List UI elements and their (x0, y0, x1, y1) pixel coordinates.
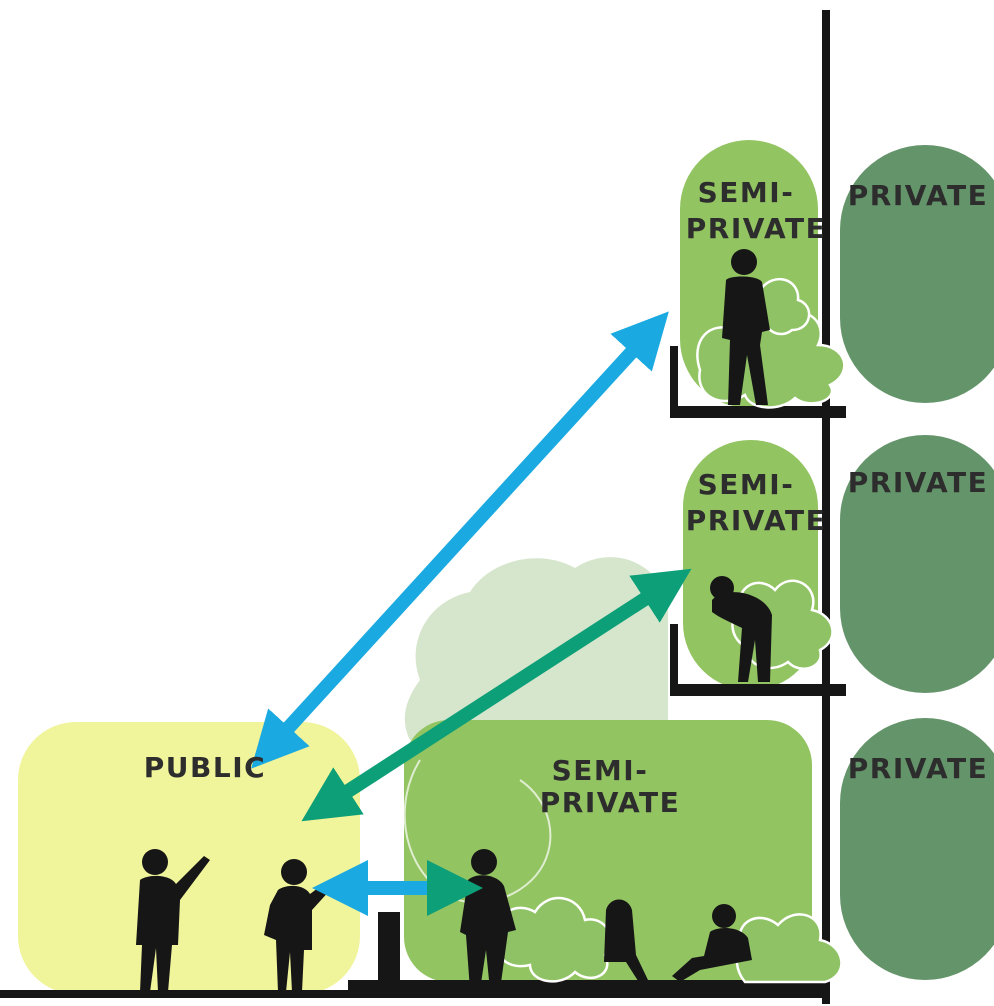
middle-balcony-floor (670, 684, 846, 696)
semi-private-upper-label-line2: PRIVATE (686, 212, 827, 245)
private-middle-label: PRIVATE (848, 466, 989, 499)
upper-balcony-floor (670, 406, 846, 418)
plant-leaves-icon (496, 896, 843, 984)
ground-terrace-post (378, 912, 400, 990)
building-wall (822, 10, 830, 1004)
semi-private-middle-label-line2: PRIVATE (686, 504, 827, 537)
private-zone-lower (840, 718, 994, 980)
person-silhouette-icon (264, 859, 332, 992)
semi-private-middle-label-line1: SEMI- (698, 468, 795, 501)
ground-terrace-slab (348, 980, 830, 994)
private-zone-upper (840, 145, 994, 403)
private-lower-label: PRIVATE (848, 752, 989, 785)
semi-private-ground-label-line2: PRIVATE (540, 786, 681, 819)
person-silhouette-icon (604, 899, 648, 984)
private-upper-label: PRIVATE (848, 179, 989, 212)
upper-balcony-rail (670, 346, 678, 414)
person-silhouette-icon (672, 904, 752, 982)
middle-balcony-rail (670, 624, 678, 692)
tree-canopy-icon (404, 557, 668, 740)
person-silhouette-icon (722, 249, 770, 405)
private-zone-middle (840, 435, 994, 693)
person-silhouette-icon (136, 849, 210, 992)
person-silhouette-icon (710, 576, 772, 682)
semi-private-ground-label-line1: SEMI- (552, 754, 649, 787)
double-arrow-icon (301, 568, 692, 822)
public-zone-label: PUBLIC (144, 751, 266, 784)
semi-private-upper-label-line1: SEMI- (698, 176, 795, 209)
